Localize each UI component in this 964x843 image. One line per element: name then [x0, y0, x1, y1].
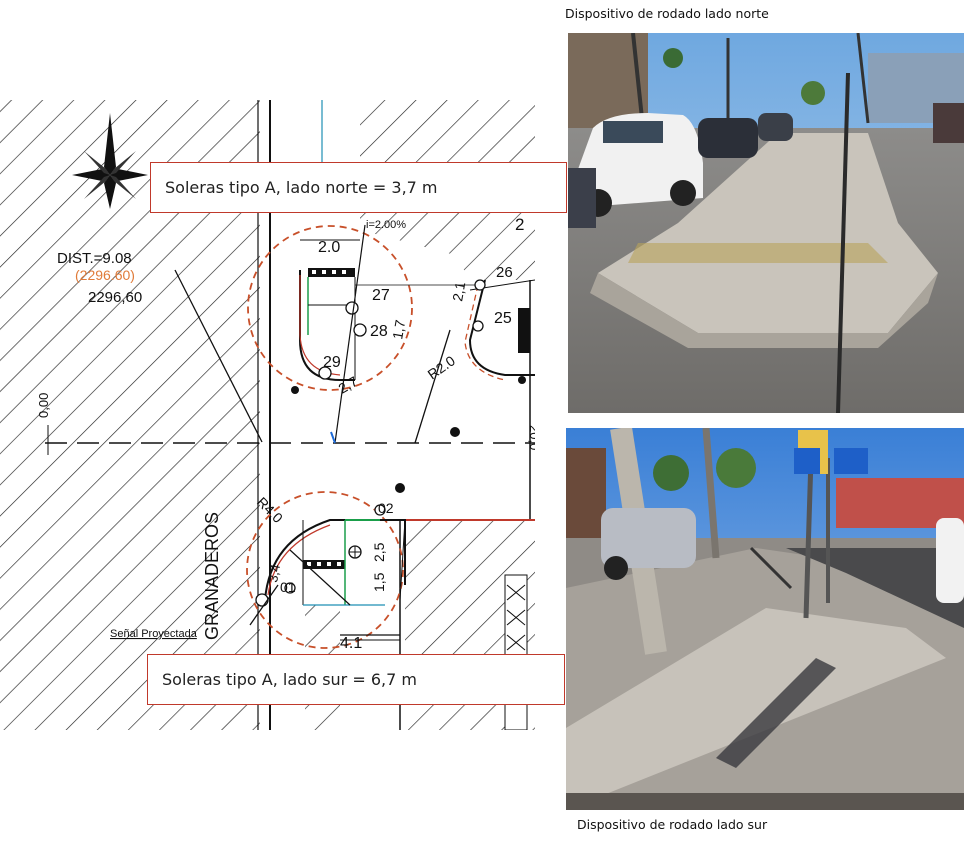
dim-label-2-5: 2,5	[371, 542, 387, 562]
dim-label-2-1: 2,1	[449, 280, 468, 302]
point-25: 25	[494, 310, 512, 327]
zero-level-label: 0,00	[36, 393, 51, 418]
signal-projected-label: Señal Proyectada	[110, 628, 198, 640]
dim-label-2-0: 2.0	[318, 239, 340, 256]
dim-label-20-0: 20,0	[527, 425, 535, 450]
slope-label: i=2.00%	[366, 219, 406, 231]
point-01: 01	[280, 579, 296, 595]
callout-north-text: Soleras tipo A, lado norte = 3,7 m	[165, 178, 438, 197]
dim-label-4-1: 4.1	[340, 635, 362, 652]
street-name-label: GRANADEROS	[202, 512, 222, 640]
hatched-block-west	[0, 100, 270, 730]
point-27: 27	[372, 287, 390, 304]
point-28: 28	[370, 323, 388, 340]
point-26: 26	[496, 264, 513, 281]
north-arrow-icon	[72, 113, 148, 209]
callout-south-curbs: Soleras tipo A, lado sur = 6,7 m	[147, 654, 565, 705]
north-photo-caption: Dispositivo de rodado lado norte	[565, 6, 769, 21]
north-photo	[568, 33, 964, 413]
dim-label-3-4: 3,4	[265, 563, 283, 583]
south-photo	[566, 428, 964, 810]
point-02: 02	[378, 500, 394, 516]
dist-label: DIST.=9.08	[57, 250, 132, 267]
dist-old-value: (2296.60)	[75, 267, 135, 283]
dist-new-value: 2296,60	[88, 289, 142, 306]
dim-label-1-7: 1,7	[389, 318, 408, 340]
callout-south-text: Soleras tipo A, lado sur = 6,7 m	[162, 670, 417, 689]
dim-label-2-top: 2	[515, 215, 524, 234]
dim-label-1-5: 1,5	[371, 572, 387, 592]
point-29: 29	[323, 354, 341, 371]
south-photo-caption: Dispositivo de rodado lado sur	[577, 817, 768, 832]
parked-car-white	[573, 113, 703, 217]
callout-north-curbs: Soleras tipo A, lado norte = 3,7 m	[150, 162, 567, 213]
